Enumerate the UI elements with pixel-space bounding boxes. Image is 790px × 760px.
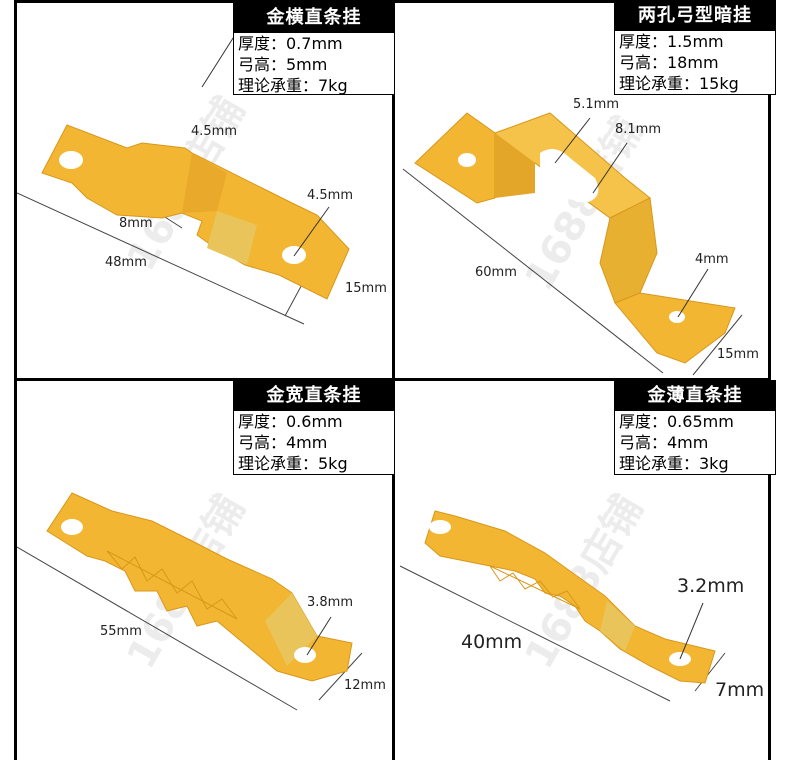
dimension-length: 60mm [475,265,517,280]
dimension-width: 15mm [345,281,387,296]
spec-arch-height: 弓高：4mm [619,433,709,452]
product-image-thin-sawtooth-hanger [399,510,726,702]
product-image-wide-sawtooth-hanger [17,492,363,711]
spec-load: 理论承重：15kg [619,74,739,93]
spec-thickness: 厚度：0.7mm [238,34,343,53]
product-panel-bottom-left: 1688店铺 3.8mm 55mm 12mm [17,381,392,760]
spec-load: 理论承重：3kg [619,454,729,473]
spec-thickness: 厚度：0.6mm [238,412,343,431]
dimension-width: 12mm [344,678,386,693]
product-title: 金横直条挂 [234,3,394,33]
dimension-hole: 4mm [695,252,729,267]
spec-arch-height: 弓高：4mm [238,433,328,452]
product-title: 两孔弓型暗挂 [615,1,775,31]
dimension-width: 15mm [717,347,759,362]
spec-arch-height: 弓高：5mm [238,55,328,74]
dimension-hole-top: 4.5mm [191,124,238,139]
frame-top-border [14,0,771,3]
spec-load: 理论承重：5kg [238,454,348,473]
product-title: 金宽直条挂 [234,381,394,411]
dimension-slot-length: 8.1mm [615,122,662,137]
spec-arch-height: 弓高：18mm [619,53,719,72]
dimension-length: 48mm [105,255,147,270]
spec-thickness: 厚度：1.5mm [619,32,724,51]
frame-center-divider-horizontal [14,378,771,381]
product-image-straight-hanger [17,34,350,325]
spec-load: 理论承重：7kg [238,76,348,95]
dimension-hole-right: 4.5mm [307,188,354,203]
dimension-width: 7mm [715,679,765,701]
product-panel-top-left: 1688店铺 4.5mm 4.5mm 8mm 48mm 15mm [17,3,392,378]
product-panel-top-right: 1688店铺 5.1mm 8.1mm 4mm 60mm 15mm [395,3,768,378]
product-title: 金薄直条挂 [615,381,775,411]
spec-thickness: 厚度：0.65mm [619,412,734,431]
product-image-arch-hanger [402,112,743,376]
dimension-hole: 3.2mm [677,575,745,597]
product-panel-bottom-right: 1688店铺 3.2mm 40mm 7mm [395,381,768,760]
spec-box-top-right: 两孔弓型暗挂 厚度：1.5mm 弓高：18mm 理论承重：15kg [614,0,776,95]
spec-box-top-left: 金横直条挂 厚度：0.7mm 弓高：5mm 理论承重：7kg [233,2,395,95]
dimension-length: 40mm [461,631,523,653]
spec-box-bottom-left: 金宽直条挂 厚度：0.6mm 弓高：4mm 理论承重：5kg [233,380,395,475]
dimension-step: 8mm [119,216,153,231]
dimension-hole: 3.8mm [307,595,354,610]
spec-box-bottom-right: 金薄直条挂 厚度：0.65mm 弓高：4mm 理论承重：3kg [614,380,776,475]
dimension-length: 55mm [100,624,142,639]
dimension-slot-width: 5.1mm [573,97,620,112]
